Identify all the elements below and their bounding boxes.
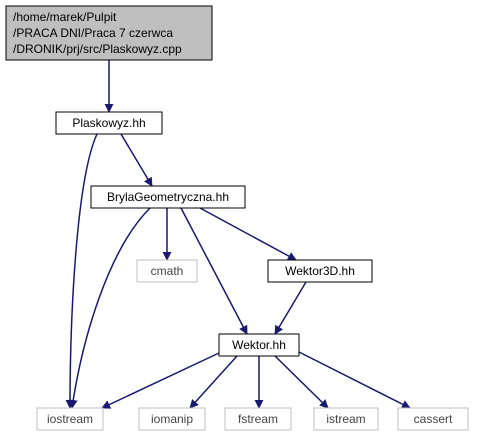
node-wektor3d-hh[interactable]: Wektor3D.hh bbox=[267, 259, 373, 283]
edge-wektor-hh-to-istream bbox=[274, 355, 329, 409]
node-iomanip-box bbox=[138, 407, 206, 431]
node-istream[interactable]: istream bbox=[313, 407, 379, 431]
node-wektor3d-hh-box bbox=[267, 259, 373, 283]
edges-layer bbox=[65, 60, 411, 409]
node-fstream[interactable]: fstream bbox=[224, 407, 292, 431]
node-root-box bbox=[5, 5, 213, 61]
edge-bryla-hh-to-iostream bbox=[68, 207, 151, 409]
node-cassert-label: cassert bbox=[414, 412, 453, 426]
node-root-line-3: /DRONIK/prj/src/Plaskowyz.cpp bbox=[13, 42, 182, 56]
node-cmath-label: cmath bbox=[151, 264, 184, 278]
edge-bryla-hh-to-wektor3d-hh bbox=[199, 207, 297, 261]
node-cassert[interactable]: cassert bbox=[397, 407, 469, 431]
node-cmath-box bbox=[136, 259, 198, 283]
edge-wektor-hh-to-iostream bbox=[101, 352, 220, 409]
node-root-line-2: /PRACA DNI/Praca 7 czerwca bbox=[13, 26, 173, 40]
node-fstream-label: fstream bbox=[238, 412, 278, 426]
node-bryla-geometryczna-hh-box bbox=[90, 185, 246, 209]
node-iostream[interactable]: iostream bbox=[36, 407, 104, 431]
node-fstream-box bbox=[224, 407, 292, 431]
node-wektor-hh-label: Wektor.hh bbox=[232, 338, 286, 352]
node-plaskowyz-hh[interactable]: Plaskowyz.hh bbox=[55, 111, 163, 135]
node-istream-box bbox=[313, 407, 379, 431]
node-wektor-hh-box bbox=[218, 333, 300, 357]
node-wektor-hh[interactable]: Wektor.hh bbox=[218, 333, 300, 357]
node-bryla-geometryczna-hh[interactable]: BrylaGeometryczna.hh bbox=[90, 185, 246, 209]
edge-bryla-hh-to-wektor-hh bbox=[180, 207, 248, 335]
node-iostream-label: iostream bbox=[47, 412, 93, 426]
edge-plaskowyz-hh-to-iostream bbox=[65, 133, 98, 409]
edge-wektor-hh-to-cassert bbox=[298, 351, 411, 409]
edge-wektor-hh-to-iomanip bbox=[189, 355, 238, 409]
node-iomanip[interactable]: iomanip bbox=[138, 407, 206, 431]
node-wektor3d-hh-label: Wektor3D.hh bbox=[285, 264, 355, 278]
node-root[interactable]: /home/marek/Pulpit /PRACA DNI/Praca 7 cz… bbox=[5, 5, 213, 61]
node-plaskowyz-hh-box bbox=[55, 111, 163, 135]
node-istream-label: istream bbox=[326, 412, 365, 426]
node-cmath[interactable]: cmath bbox=[136, 259, 198, 283]
node-iostream-box bbox=[36, 407, 104, 431]
node-iomanip-label: iomanip bbox=[151, 412, 193, 426]
edge-plaskowyz-hh-to-bryla-hh bbox=[120, 133, 153, 187]
node-plaskowyz-hh-label: Plaskowyz.hh bbox=[72, 116, 145, 130]
node-bryla-geometryczna-hh-label: BrylaGeometryczna.hh bbox=[107, 190, 229, 204]
node-cassert-box bbox=[397, 407, 469, 431]
edge-wektor3d-hh-to-wektor-hh bbox=[274, 281, 307, 335]
node-root-line-1: /home/marek/Pulpit bbox=[13, 10, 117, 24]
